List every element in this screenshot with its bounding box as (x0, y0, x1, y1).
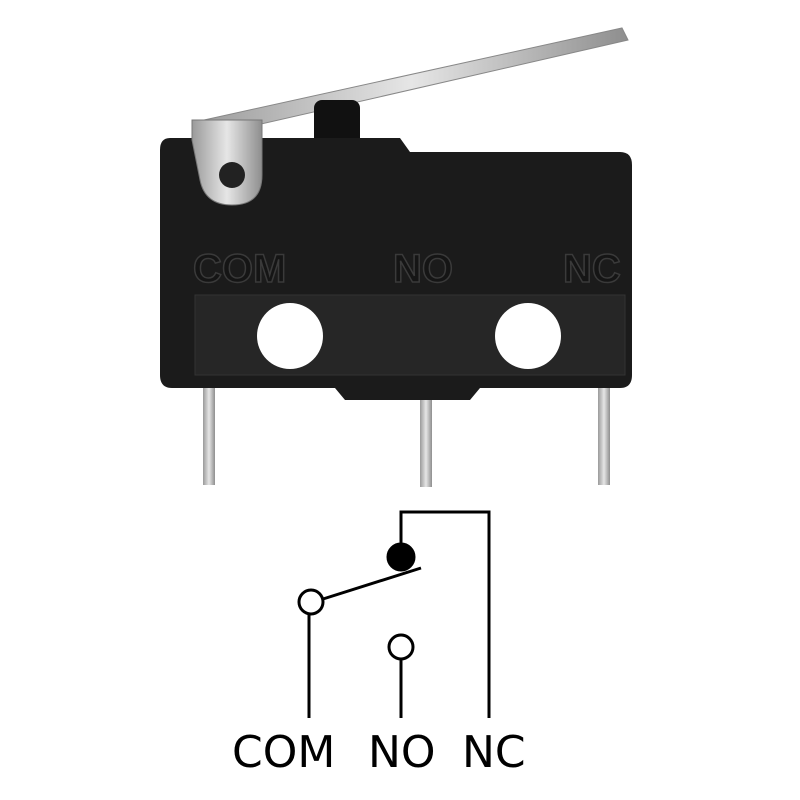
plunger (314, 100, 360, 150)
mounting-hole-left (257, 303, 323, 369)
switch-lever (322, 566, 422, 601)
schematic-label-nc: NC (462, 727, 526, 778)
mounting-hole-right (495, 303, 561, 369)
lever-bracket (191, 119, 263, 206)
pin-no (420, 385, 432, 487)
nc-wire (399, 510, 491, 718)
schematic-label-com: COM (232, 727, 335, 778)
embossed-label-nc: NC (563, 247, 621, 291)
embossed-label-com: COM (193, 247, 286, 291)
nc-contact-dot (386, 542, 416, 572)
schematic-label-no: NO (368, 727, 436, 778)
pin-com (203, 380, 215, 485)
pin-nc (598, 385, 610, 485)
switch-schematic (297, 510, 491, 718)
embossed-label-no: NO (393, 247, 453, 291)
no-contact (387, 633, 415, 661)
bracket-pivot (219, 162, 245, 188)
microswitch-photo: COM NO NC (160, 27, 632, 487)
com-contact (297, 588, 325, 616)
